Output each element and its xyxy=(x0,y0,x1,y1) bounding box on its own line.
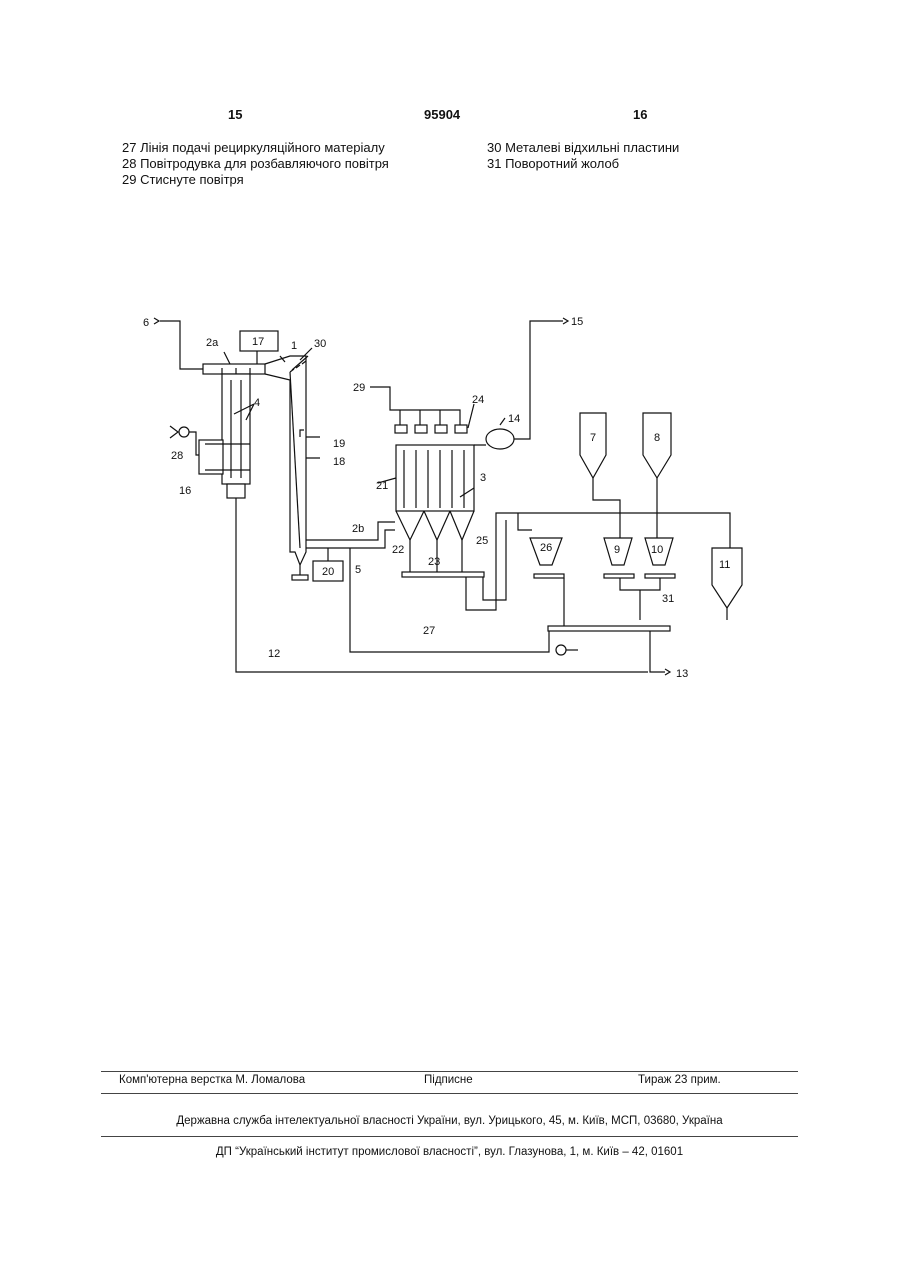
label-13: 13 xyxy=(676,668,688,680)
label-2b: 2b xyxy=(352,523,364,535)
lance-column xyxy=(222,374,250,484)
label-20: 20 xyxy=(322,566,334,578)
label-2a: 2a xyxy=(206,337,219,349)
footer-circulation: Тираж 23 прим. xyxy=(638,1074,721,1086)
deflector-plates-30 xyxy=(290,361,306,372)
conveyor-filter xyxy=(402,572,484,577)
label-6: 6 xyxy=(143,317,149,329)
silo-8 xyxy=(643,413,671,478)
label-15: 15 xyxy=(571,316,583,328)
label-11: 11 xyxy=(719,559,730,571)
inlet-arrow-6 xyxy=(154,318,159,324)
footer-typesetting: Комп'ютерна верстка М. Ломалова xyxy=(119,1074,305,1086)
label-24: 24 xyxy=(472,394,484,406)
blower-28 xyxy=(179,427,189,437)
line-13 xyxy=(650,631,665,672)
footer-rule-bottom xyxy=(101,1136,798,1137)
label-9: 9 xyxy=(614,544,620,556)
label-28: 28 xyxy=(171,450,183,462)
reactor-riser xyxy=(265,356,306,565)
label-3: 3 xyxy=(480,472,486,484)
label-19: 19 xyxy=(333,438,345,450)
label-21: 21 xyxy=(376,480,388,492)
reactor-inlet-duct xyxy=(203,364,265,374)
inlet-line-6 xyxy=(160,321,205,369)
unit-16 xyxy=(199,440,223,474)
exhaust-line-15 xyxy=(474,321,563,445)
label-27: 27 xyxy=(423,625,435,637)
duct-2b xyxy=(306,522,395,540)
label-14: 14 xyxy=(508,413,520,425)
silo-11 xyxy=(712,548,742,608)
footer-signed: Підписне xyxy=(424,1074,473,1086)
label-1: 1 xyxy=(291,340,297,352)
label-29: 29 xyxy=(353,382,365,394)
label-25: 25 xyxy=(476,535,488,547)
process-diagram: 6 2a 17 1 30 15 4 28 16 19 18 29 24 14 7… xyxy=(0,0,901,720)
line-27 xyxy=(350,548,549,652)
swivel-chute-31 xyxy=(620,578,660,620)
conveyor-bottom xyxy=(548,626,670,631)
label-26: 26 xyxy=(540,542,552,554)
label-8: 8 xyxy=(654,432,660,444)
fan-14 xyxy=(486,429,514,449)
silo-7 xyxy=(580,413,606,478)
label-30: 30 xyxy=(314,338,326,350)
footer-rule-top xyxy=(101,1071,798,1072)
label-23: 23 xyxy=(428,556,440,568)
hoppers-22-23-25 xyxy=(396,511,474,540)
label-16: 16 xyxy=(179,485,191,497)
label-31: 31 xyxy=(662,593,674,605)
label-4: 4 xyxy=(254,397,260,409)
label-5: 5 xyxy=(355,564,361,576)
label-22: 22 xyxy=(392,544,404,556)
footer-rule-middle xyxy=(101,1093,798,1094)
filter-3 xyxy=(396,445,474,511)
label-18: 18 xyxy=(333,456,345,468)
compressed-air-29 xyxy=(370,387,460,425)
label-17: 17 xyxy=(252,336,264,348)
footer-agency: Державна служба інтелектуальної власност… xyxy=(101,1115,798,1127)
label-12: 12 xyxy=(268,648,280,660)
label-10: 10 xyxy=(651,544,663,556)
footer-institute: ДП “Український інститут промислової вла… xyxy=(101,1146,798,1158)
line-12 xyxy=(236,498,648,672)
label-7: 7 xyxy=(590,432,596,444)
